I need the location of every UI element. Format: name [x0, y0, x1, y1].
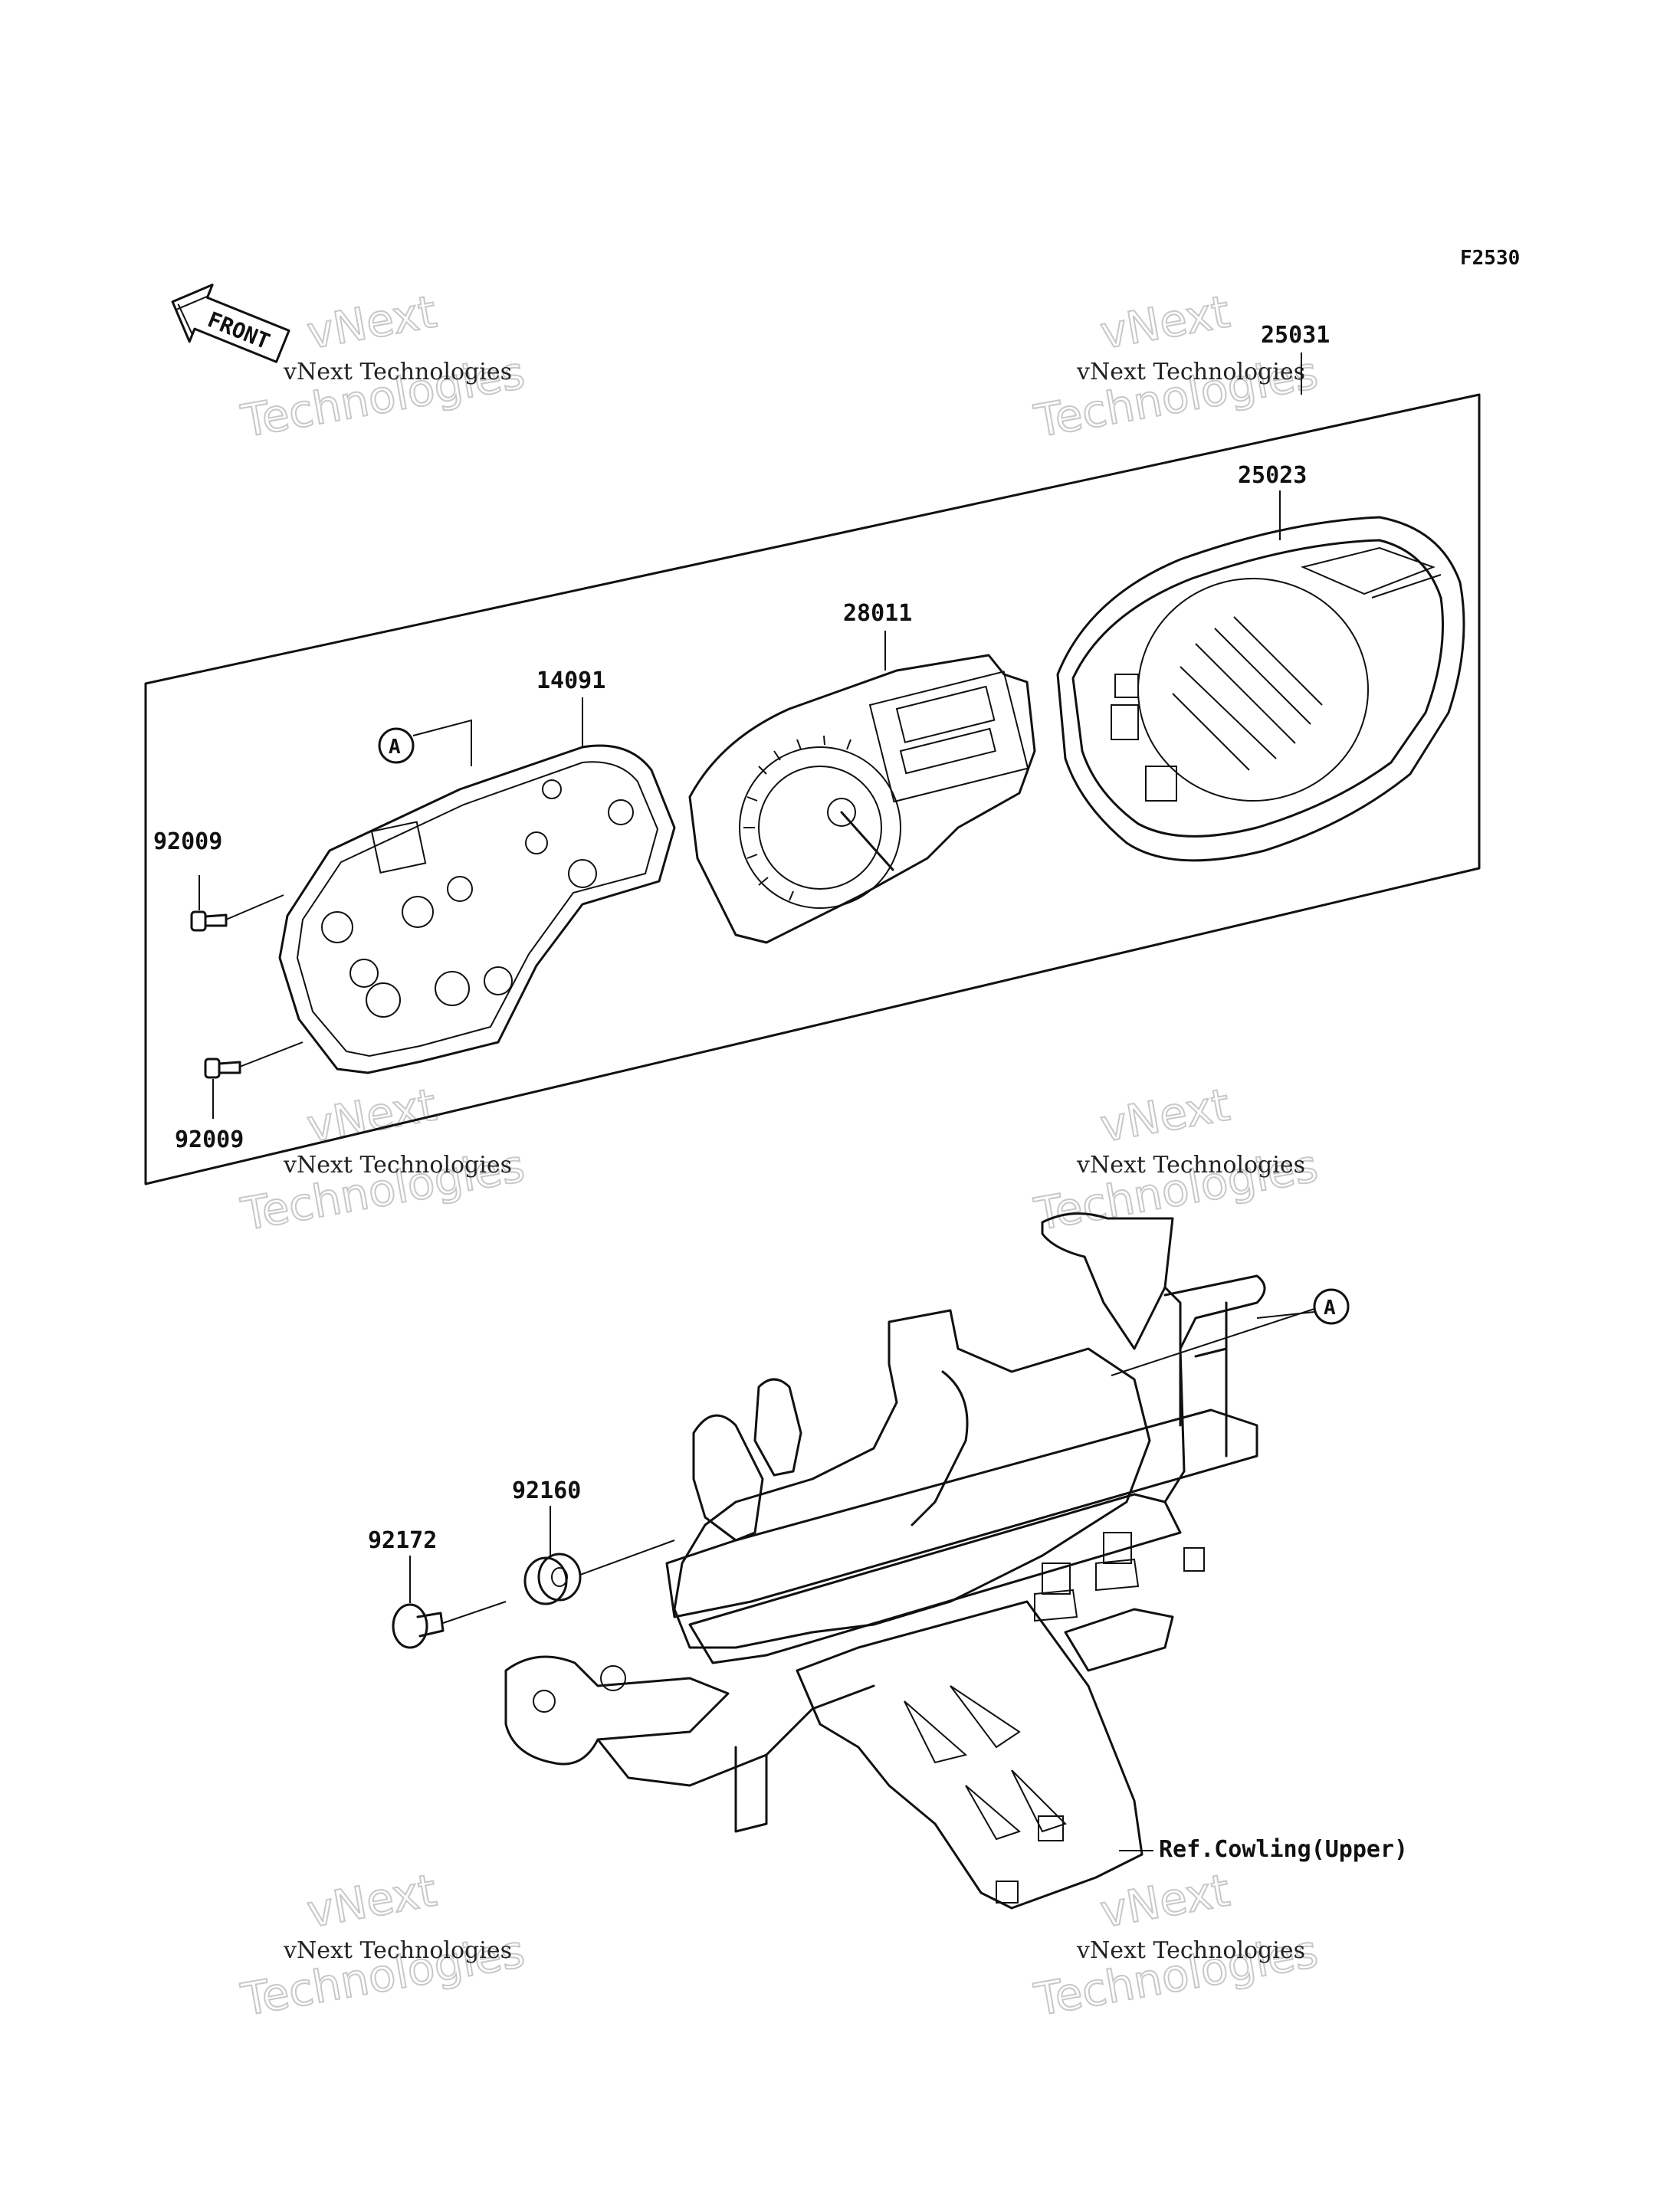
meter-case-14091 — [278, 697, 676, 1074]
screw-bottom-92009 — [204, 1041, 304, 1119]
svg-text:vNext: vNext — [304, 1864, 441, 1937]
watermark-top-left: vNext Technologies vNext Technologies — [237, 284, 530, 448]
meter-stay-bracket — [504, 1212, 1266, 1910]
svg-text:A: A — [1324, 1297, 1336, 1320]
label-25031: 25031 — [1261, 322, 1330, 349]
assembly-outline — [144, 393, 1481, 1185]
damper-92160 — [523, 1506, 675, 1605]
label-92009-bottom: 92009 — [175, 1126, 244, 1153]
grommet-nut-92172 — [392, 1556, 507, 1649]
meter-cover-25023 — [1056, 490, 1465, 862]
svg-text:vNext Technologies: vNext Technologies — [1076, 359, 1305, 385]
svg-text:vNext: vNext — [1097, 285, 1234, 359]
ref-cowling-upper-note: Ref.Cowling(Upper) — [1159, 1836, 1408, 1863]
meter-unit-28011 — [688, 631, 1036, 944]
svg-text:vNext: vNext — [304, 285, 441, 359]
screw-top-92009 — [190, 875, 284, 932]
label-92172: 92172 — [368, 1527, 437, 1554]
svg-text:vNext: vNext — [1097, 1078, 1234, 1152]
label-25023: 25023 — [1238, 462, 1307, 489]
svg-text:vNext Technologies: vNext Technologies — [283, 359, 512, 385]
label-92009-top: 92009 — [153, 828, 222, 855]
label-28011: 28011 — [843, 600, 912, 627]
svg-text:vNext Technologies: vNext Technologies — [1076, 1937, 1305, 1964]
svg-text:vNext Technologies: vNext Technologies — [283, 1152, 512, 1179]
label-14091: 14091 — [536, 667, 605, 694]
label-92160: 92160 — [512, 1477, 581, 1504]
callout-a-top — [378, 727, 415, 764]
svg-text:A: A — [389, 736, 401, 759]
watermark-mid-right: vNext Technologies vNext Technologies — [1030, 1077, 1323, 1241]
watermark-bottom-right: vNext Technologies vNext Technologies — [1030, 1863, 1323, 2027]
figure-code: F2530 — [1460, 247, 1520, 270]
front-arrow-icon: FRONT — [171, 284, 290, 363]
svg-text:vNext: vNext — [1097, 1864, 1234, 1937]
svg-text:vNext Technologies: vNext Technologies — [283, 1937, 512, 1964]
svg-text:vNext Technologies: vNext Technologies — [1076, 1152, 1305, 1179]
callout-a-bracket — [1313, 1288, 1350, 1325]
watermark-top-right: vNext Technologies vNext Technologies — [1030, 284, 1323, 448]
watermark-bottom-left: vNext Technologies vNext Technologies — [237, 1863, 530, 2027]
